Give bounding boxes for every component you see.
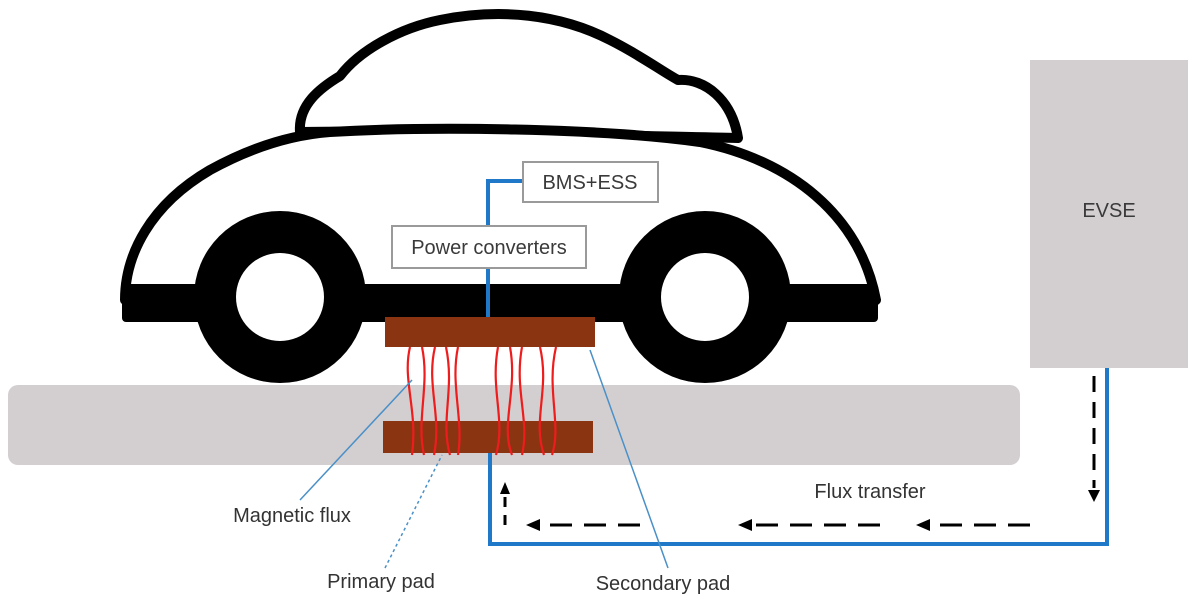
arrowhead-up: [500, 482, 510, 494]
evse-label: EVSE: [1082, 200, 1135, 222]
flux-line: [538, 346, 546, 456]
arrowhead-left: [738, 519, 752, 531]
rear-wheel-hub: [661, 253, 749, 341]
arrowhead-left: [526, 519, 540, 531]
arrowhead-left: [916, 519, 930, 531]
flux-line: [406, 346, 415, 456]
power-converters-label: Power converters: [411, 237, 567, 259]
flux-line: [444, 346, 452, 456]
magnetic-flux-lines: [406, 346, 558, 456]
wire-to-bms: [486, 179, 523, 228]
secondary-pad-label: Secondary pad: [596, 573, 731, 595]
front-wheel-hub: [236, 253, 324, 341]
car-roof: [294, 9, 743, 143]
power-converters-box: [391, 225, 587, 269]
car: [120, 9, 881, 383]
flux-transfer-arrows: [500, 376, 1100, 531]
magnetic-flux-label: Magnetic flux: [233, 505, 351, 527]
flux-line: [431, 346, 438, 456]
arrowhead-down: [1088, 490, 1100, 502]
flux-line: [518, 346, 526, 456]
secondary-pad: [385, 317, 595, 347]
primary-pad: [383, 421, 593, 453]
flux-transfer-label: Flux transfer: [814, 481, 925, 503]
primary-pad-label: Primary pad: [327, 571, 435, 593]
flux-line: [454, 346, 461, 456]
flux-line: [506, 346, 514, 456]
flux-line: [550, 346, 558, 456]
flux-line: [420, 346, 426, 456]
magnetic-flux-leader: [299, 379, 413, 501]
primary-pad-leader: [384, 454, 443, 569]
secondary-pad-leader: [589, 349, 669, 569]
evse-supply-wire: [488, 368, 1109, 546]
evse-box: [1030, 60, 1188, 368]
bms-ess-label: BMS+ESS: [542, 172, 637, 194]
bms-ess-box: [522, 161, 659, 203]
flux-line: [494, 346, 501, 456]
